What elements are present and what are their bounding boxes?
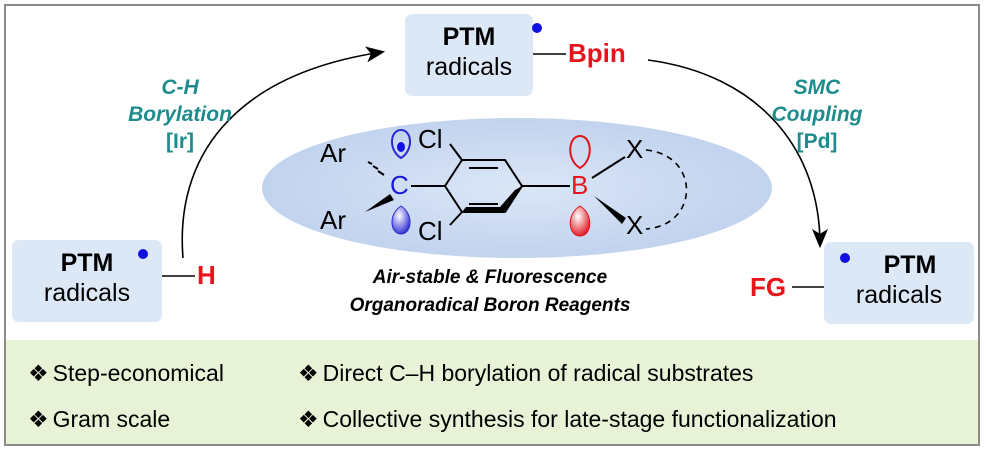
right-condition-catalyst: [Pd] <box>796 130 838 153</box>
left-condition-catalyst: [Ir] <box>166 130 194 153</box>
feature-gram-scale: ❖Gram scale <box>28 406 170 433</box>
boron-orbital-bottom <box>569 205 591 237</box>
feature-bullet-icon: ❖ <box>298 360 319 386</box>
right-condition: SMC Coupling [Pd] <box>742 74 892 155</box>
atom-cl-bottom: Cl <box>418 216 443 246</box>
features-panel <box>6 340 978 444</box>
atom-cl-top: Cl <box>418 124 443 154</box>
carbon-orbital-bottom <box>391 205 411 235</box>
atom-x-top: X <box>626 134 644 164</box>
left-box-title: PTM <box>60 249 114 277</box>
carbon-orbital-top <box>391 128 411 160</box>
atom-ar-bottom: Ar <box>320 205 346 235</box>
top-bpin-group: Bpin <box>568 38 626 68</box>
left-radical-dot <box>138 249 148 259</box>
left-condition: C-H Borylation [Ir] <box>105 74 255 155</box>
molecule-ellipse <box>262 118 772 258</box>
left-curved-arrow <box>181 46 386 259</box>
right-box-title: PTM <box>883 251 937 279</box>
left-condition-line2: Borylation <box>128 103 232 126</box>
feature-bullet-icon: ❖ <box>28 360 49 386</box>
feature-text: Direct C–H borylation of radical substra… <box>322 360 754 386</box>
top-radical-dot <box>532 23 542 33</box>
caption-line1: Air-stable & Fluorescence <box>372 267 608 288</box>
right-curved-arrow <box>647 59 828 249</box>
atom-boron: B <box>571 170 589 200</box>
right-condition-line2: Coupling <box>771 103 863 126</box>
feature-text: Collective synthesis for late-stage func… <box>322 406 837 432</box>
left-h-group: H <box>197 260 216 290</box>
atom-ar-top: Ar <box>320 138 346 168</box>
top-box-title: PTM <box>442 23 496 51</box>
figure-frame <box>4 4 980 446</box>
left-condition-line1: C-H <box>161 76 199 99</box>
caption-line2: Organoradical Boron Reagents <box>349 295 631 316</box>
feature-text: Gram scale <box>52 406 171 432</box>
feature-bullet-icon: ❖ <box>28 406 49 432</box>
feature-step-economical: ❖Step-economical <box>28 360 224 387</box>
feature-direct-borylation: ❖Direct C–H borylation of radical substr… <box>298 360 753 387</box>
boron-orbital-top <box>569 134 591 170</box>
feature-bullet-icon: ❖ <box>298 406 319 432</box>
top-ptm-box: PTM radicals <box>405 14 533 96</box>
left-box-subtitle: radicals <box>43 279 131 307</box>
right-condition-line1: SMC <box>793 76 841 99</box>
right-fg-group: FG <box>750 272 787 302</box>
atom-carbon: C <box>390 170 409 200</box>
left-ptm-box: PTM radicals <box>12 240 162 322</box>
atom-x-bottom: X <box>626 210 644 240</box>
right-box-subtitle: radicals <box>855 281 943 309</box>
top-box-subtitle: radicals <box>425 53 513 81</box>
right-radical-dot <box>840 253 850 263</box>
feature-text: Step-economical <box>52 360 224 386</box>
feature-collective-synthesis: ❖Collective synthesis for late-stage fun… <box>298 406 837 433</box>
